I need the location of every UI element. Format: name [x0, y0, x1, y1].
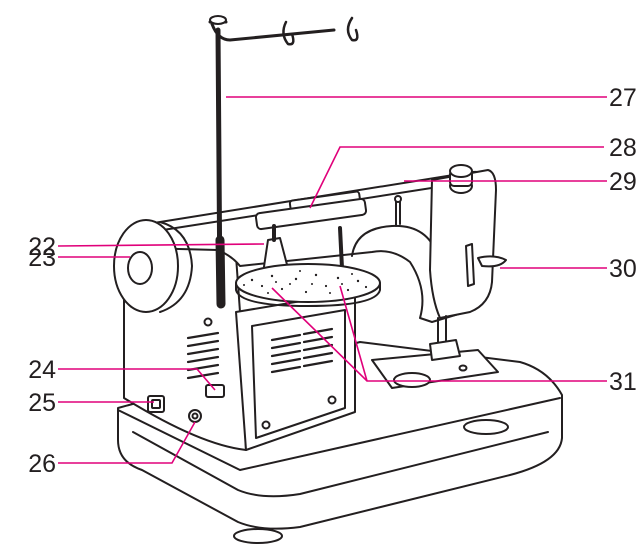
foot-front-right	[463, 419, 509, 435]
machine-head	[429, 169, 497, 319]
panel-screw-2	[327, 395, 337, 405]
callout-29: 29	[609, 168, 637, 196]
panel-screw-3	[261, 420, 271, 430]
thread-guide-loop-1	[282, 20, 295, 46]
spool-pin-right	[338, 226, 344, 270]
front-panel	[251, 309, 346, 439]
leader-31b	[339, 285, 368, 382]
spool-felt	[235, 263, 381, 303]
leader-26	[58, 421, 196, 464]
leader-28	[309, 146, 604, 209]
sewing-machine-illustration	[113, 15, 563, 544]
callout-25: 25	[28, 389, 56, 417]
callout-27: 27	[609, 84, 637, 112]
thread-guide-29	[395, 199, 401, 227]
callout-26: 26	[28, 450, 56, 478]
lever-30	[477, 255, 507, 268]
front-vents	[270, 327, 334, 374]
hand-wheel-rim	[159, 221, 193, 313]
callout-28: 28	[609, 134, 637, 162]
stitch-selector-slot	[465, 243, 475, 287]
foot-front-left	[233, 528, 283, 544]
base-inner-rim	[132, 431, 549, 498]
spool-felt-edge	[235, 282, 381, 307]
top-cover-panel	[254, 197, 368, 231]
hand-wheel-hub	[127, 251, 153, 285]
callout-31: 31	[609, 368, 637, 396]
callout-30: 30	[609, 255, 637, 283]
leader-24	[58, 368, 216, 391]
callout-23: 23	[28, 244, 56, 272]
spool-felt-texture	[243, 270, 368, 294]
panel-screw-1	[203, 317, 213, 327]
leader-lines	[57, 96, 607, 464]
presser-foot	[429, 339, 461, 361]
thread-guide-29-hook	[394, 195, 402, 203]
speed-control-switch	[205, 384, 225, 398]
base-top-rim	[117, 397, 561, 471]
bobbin-cover	[393, 372, 431, 388]
telescopic-rod-top	[208, 20, 336, 42]
telescopic-rod-base	[215, 235, 226, 309]
callout-22: 22	[28, 233, 56, 261]
leader-22	[57, 243, 265, 247]
rod-top-cap	[209, 15, 227, 25]
callout-24: 24	[28, 356, 56, 384]
top-knob-cap	[449, 164, 473, 178]
thread-guide-loop-2	[346, 16, 359, 42]
foot-control-jack-inner	[191, 412, 199, 420]
plate-screw	[458, 364, 468, 372]
